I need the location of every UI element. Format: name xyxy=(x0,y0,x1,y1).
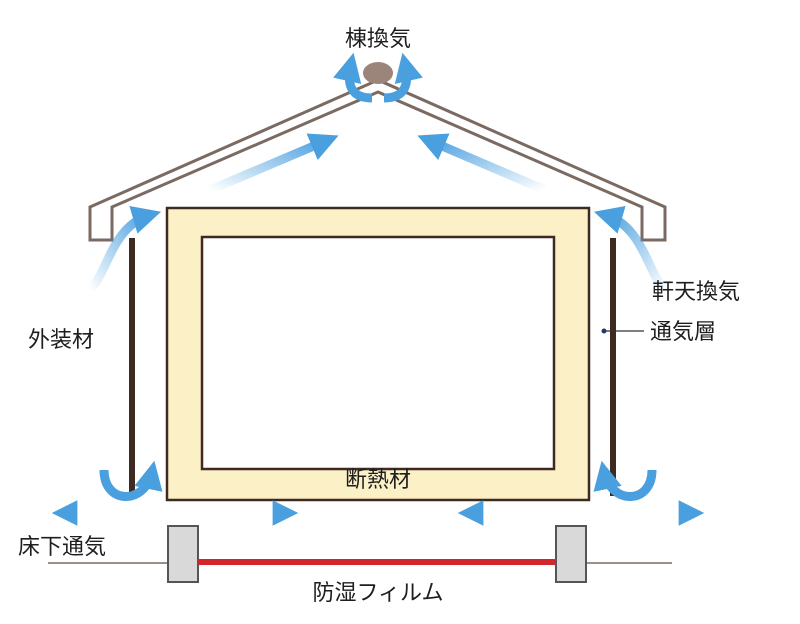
foundation-left xyxy=(167,525,199,583)
roof-outline xyxy=(88,78,667,242)
interior-room xyxy=(200,235,556,471)
label-moisture-film: 防湿フィルム xyxy=(312,581,443,606)
label-insulation: 断熱材 xyxy=(345,468,411,493)
label-underfloor-vent: 床下通気 xyxy=(18,535,106,560)
moisture-film xyxy=(198,559,556,565)
eave-intake-arrow-right xyxy=(593,205,669,294)
ridge-exhaust-arrow-right xyxy=(383,52,423,103)
ridge-exhaust-arrow-left xyxy=(333,52,373,103)
ridge-cap xyxy=(363,62,393,84)
ventilation-layer-dot xyxy=(601,328,607,334)
label-ridge-vent: 棟換気 xyxy=(345,27,411,52)
label-exterior-material: 外装材 xyxy=(28,328,94,353)
label-ventilation-layer: 通気層 xyxy=(650,320,716,345)
wall-flow-right-hook xyxy=(593,460,657,501)
foundation-right xyxy=(555,525,587,583)
exterior-wall-right xyxy=(610,238,616,496)
attic-flow-arrow-left xyxy=(208,133,339,195)
label-eave-vent: 軒天換気 xyxy=(652,280,740,305)
airflow-arrows xyxy=(51,52,705,526)
eave-intake-arrow-left xyxy=(86,205,162,294)
attic-flow-arrow-right xyxy=(417,133,547,195)
wall-flow-left-hook xyxy=(99,460,163,501)
exterior-wall-left xyxy=(129,238,135,496)
